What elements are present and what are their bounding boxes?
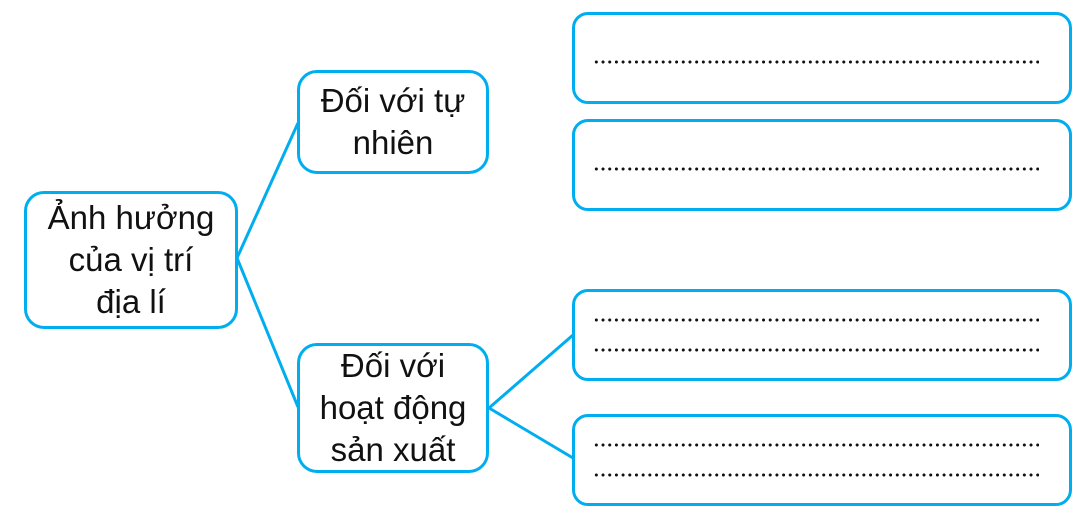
root-line-2: của vị trí [68, 241, 194, 278]
blank-line[interactable] [593, 348, 1039, 352]
connector-production-to-answer-4 [488, 406, 574, 460]
root-line-3: địa lí [96, 283, 166, 320]
blank-line[interactable] [593, 473, 1039, 477]
answer-box-production-1[interactable] [572, 289, 1072, 381]
answer-box-nature-2[interactable] [572, 119, 1072, 211]
root-line-1: Ảnh hưởng [47, 199, 215, 236]
branch-production-line-3: sản xuất [330, 431, 456, 468]
connector-root-to-production [235, 257, 300, 408]
branch-node-nature: Đối với tự nhiên [297, 70, 489, 174]
connector-root-to-nature [235, 122, 300, 259]
blank-line[interactable] [593, 318, 1039, 322]
blank-line[interactable] [593, 167, 1039, 171]
blank-line[interactable] [593, 60, 1039, 64]
branch-production-line-1: Đối với [340, 347, 446, 384]
branch-nature-line-2: nhiên [352, 124, 434, 161]
root-node: Ảnh hưởng của vị trí địa lí [24, 191, 238, 329]
blank-line[interactable] [593, 443, 1039, 447]
branch-production-line-2: hoạt động [319, 389, 467, 426]
branch-nature-line-1: Đối với tự [320, 82, 466, 119]
answer-box-nature-1[interactable] [572, 12, 1072, 104]
answer-box-production-2[interactable] [572, 414, 1072, 506]
connector-production-to-answer-3 [488, 333, 574, 410]
branch-node-production: Đối với hoạt động sản xuất [297, 343, 489, 473]
